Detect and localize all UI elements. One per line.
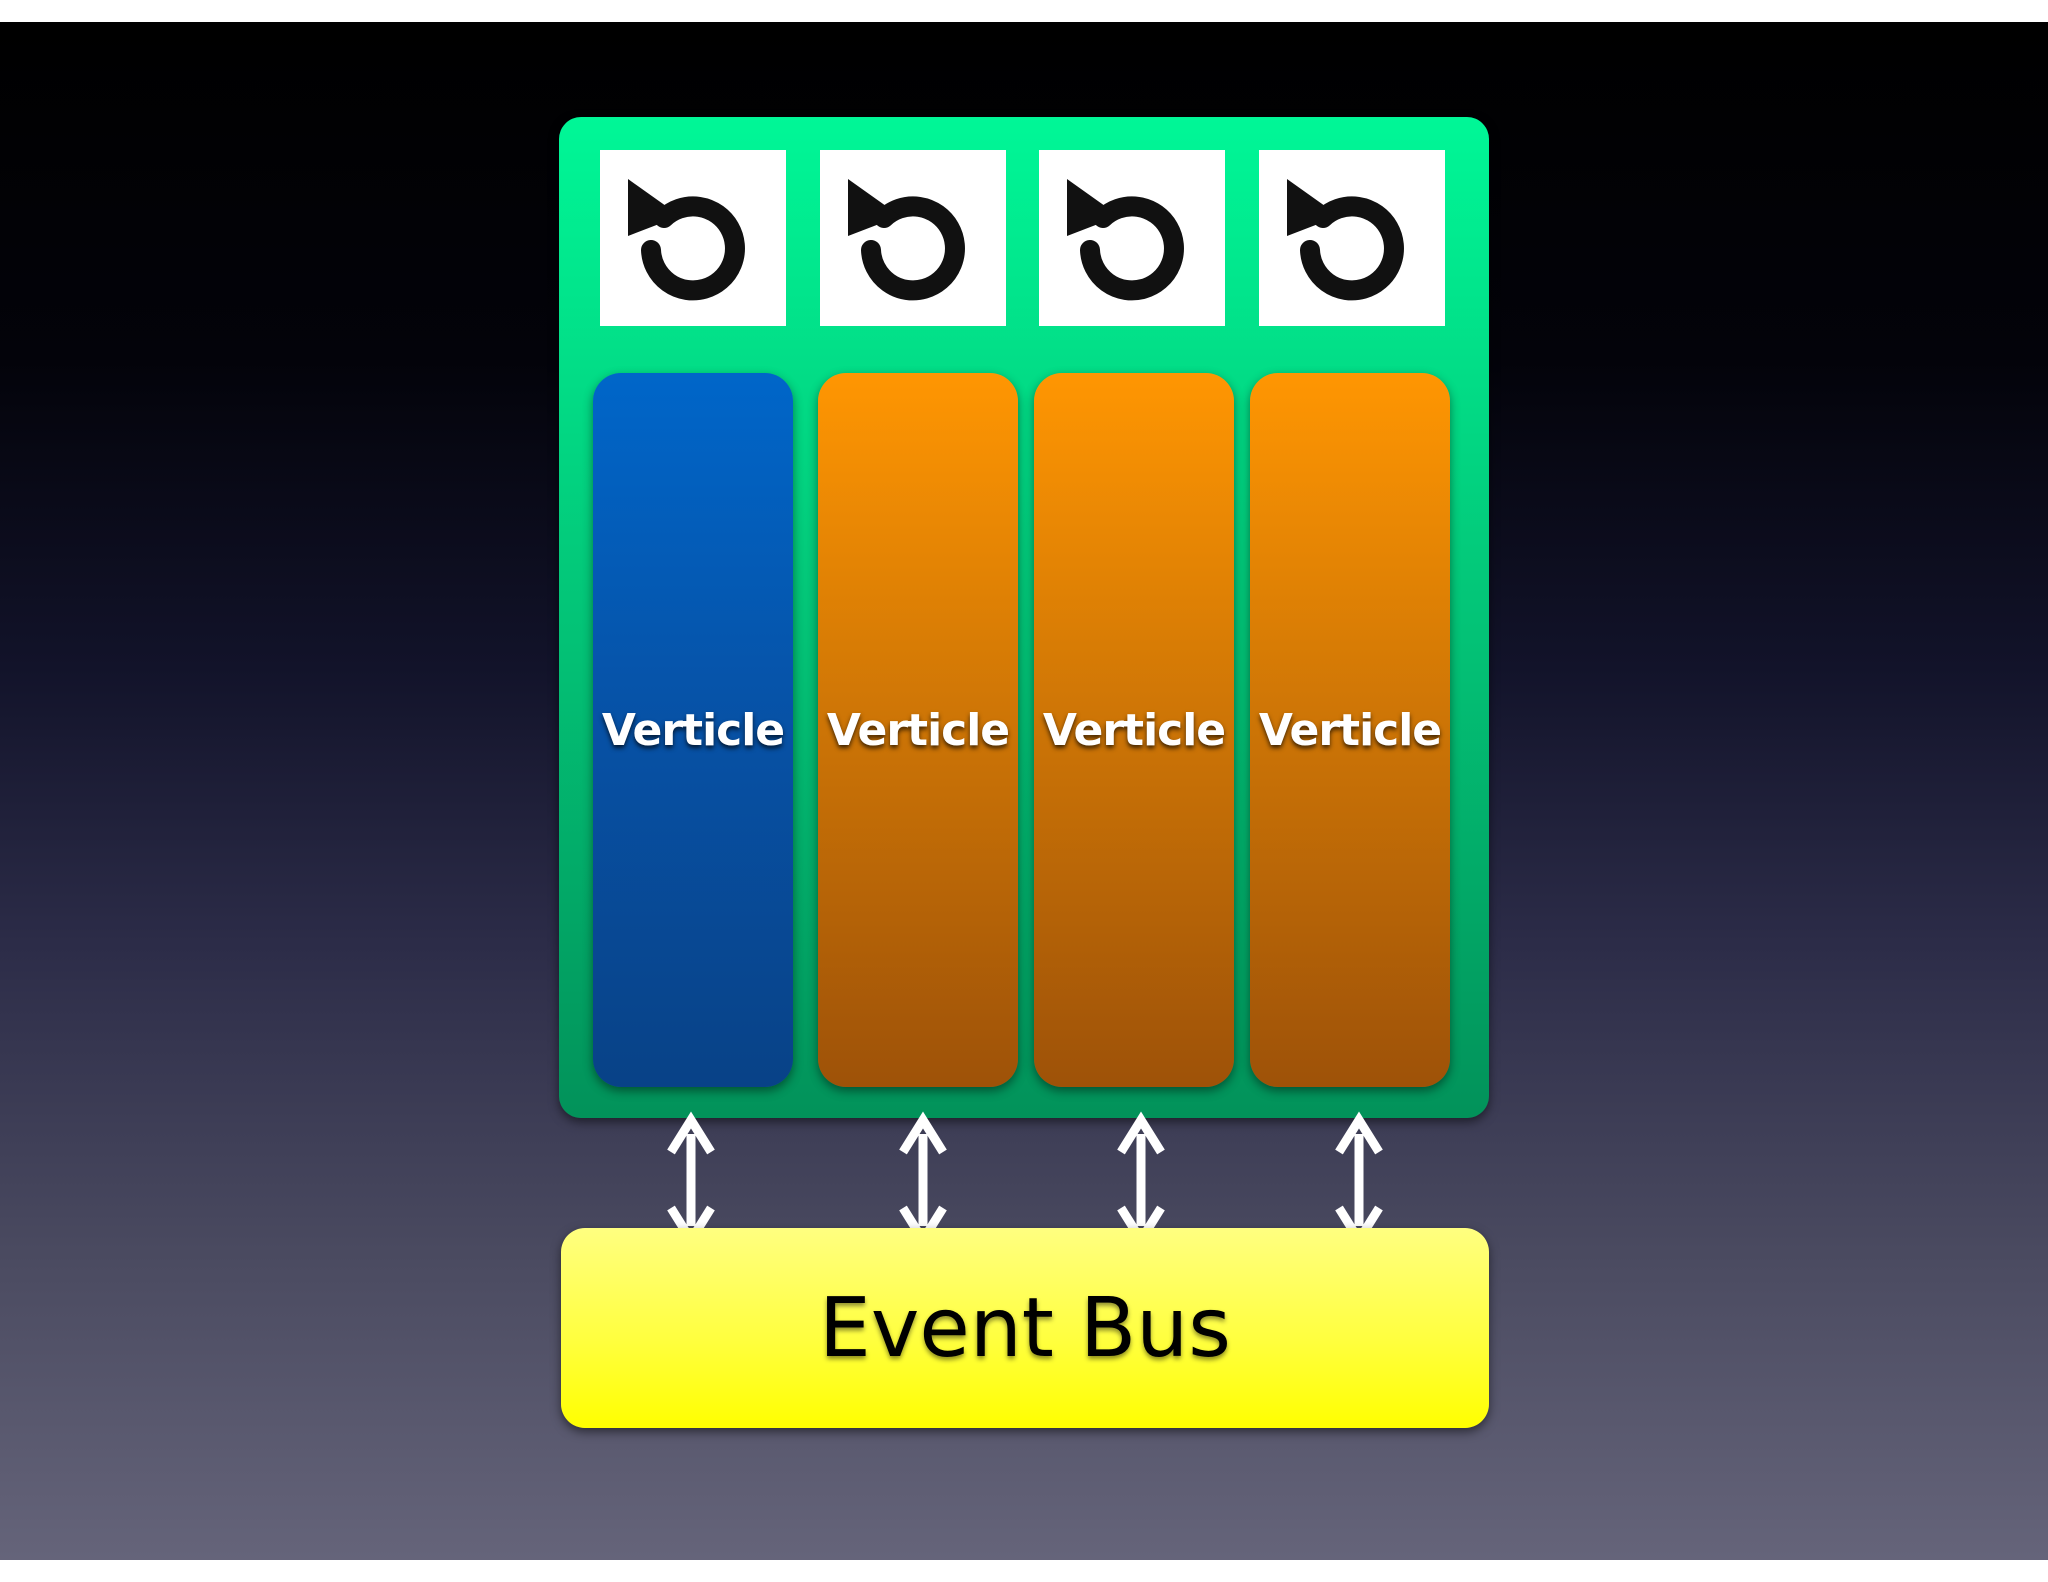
verticle-2: Verticle — [818, 373, 1018, 1087]
verticle-label: Verticle — [1258, 704, 1442, 756]
verticle-label: Verticle — [826, 704, 1010, 756]
verticle-3: Verticle — [1034, 373, 1234, 1087]
event-loop-icon — [848, 179, 965, 301]
event-bus-label: Event Bus — [819, 1280, 1231, 1376]
verticle-label: Verticle — [1042, 704, 1226, 756]
event-loop-cell-2 — [820, 150, 1006, 326]
event-loop-icon — [1067, 179, 1184, 301]
verticle-4: Verticle — [1250, 373, 1450, 1087]
event-loop-cell-3 — [1039, 150, 1225, 326]
event-loop-cell-1 — [600, 150, 786, 326]
event-bus: Event Bus — [561, 1228, 1489, 1428]
verticle-1: Verticle — [593, 373, 793, 1087]
event-loop-cell-4 — [1259, 150, 1445, 326]
event-loop-icon — [1287, 179, 1404, 301]
event-loop-icon — [628, 179, 745, 301]
slide: Verticle Verticle Verticle Verticle Even… — [0, 22, 2048, 1560]
verticle-label: Verticle — [601, 704, 785, 756]
